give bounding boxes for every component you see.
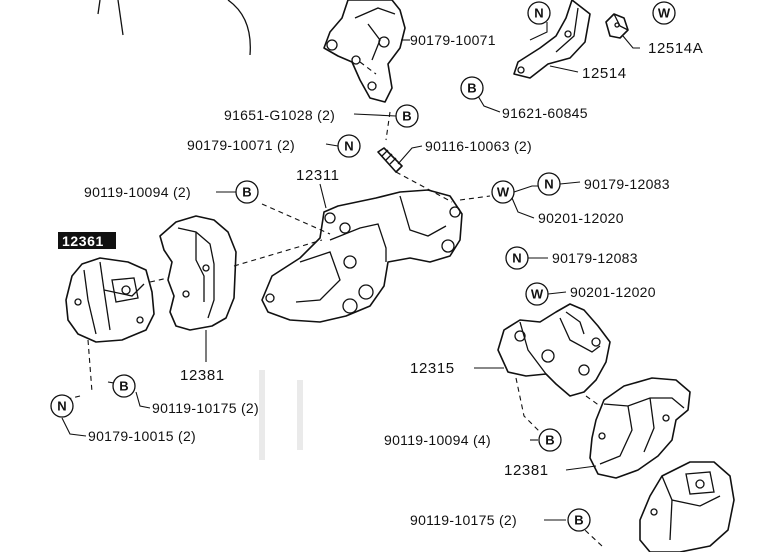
b-marker-90119-10175-right: B (567, 508, 591, 532)
svg-text:B: B (545, 433, 554, 448)
label-90119-10175-left: 90119-10175 (2) (152, 400, 259, 416)
svg-text:B: B (402, 109, 411, 124)
svg-text:12361: 12361 (62, 233, 104, 249)
n-marker-a: N (537, 172, 561, 196)
label-12361-highlight: 12361 (58, 232, 116, 249)
label-91651-G1028: 91651-G1028 (2) (224, 107, 335, 123)
label-90179-12083-b: 90179-12083 (552, 250, 638, 266)
n-marker-bottom-left: N (50, 394, 74, 418)
n-marker-b: N (505, 246, 529, 270)
svg-text:B: B (574, 513, 583, 528)
leader-lines (61, 22, 640, 521)
n-marker-top: N (527, 1, 551, 25)
svg-text:B: B (467, 81, 476, 96)
svg-text:W: W (658, 6, 671, 21)
label-90119-10094-2: 90119-10094 (2) (84, 184, 191, 200)
b-marker-91651: B (395, 104, 419, 128)
label-90119-10094-4: 90119-10094 (4) (384, 432, 491, 448)
engine-mount-bottom-right (639, 461, 735, 552)
top-left-partial-part (97, 0, 251, 56)
b-marker-90119-10094: B (235, 180, 259, 204)
b-marker-bottom-left: B (112, 374, 136, 398)
svg-text:B: B (119, 379, 128, 394)
n-marker-90179-10071: N (337, 134, 361, 158)
svg-text:W: W (497, 185, 510, 200)
bracket-12514 (513, 0, 591, 79)
label-90179-10071-top: 90179-10071 (410, 32, 496, 48)
label-12311: 12311 (296, 167, 340, 184)
svg-text:N: N (344, 139, 353, 154)
svg-text:N: N (544, 177, 553, 192)
w-marker-a: W (491, 180, 515, 204)
label-12381-left: 12381 (180, 367, 225, 384)
b-marker-90119-10094-4: B (538, 428, 562, 452)
faint-watermark (259, 370, 303, 460)
label-90201-12020-a: 90201-12020 (538, 210, 624, 226)
label-90116-10063: 90116-10063 (2) (425, 138, 532, 154)
mount-bracket-12315 (497, 303, 611, 397)
svg-text:W: W (531, 287, 544, 302)
label-90201-12020-b: 90201-12020 (570, 284, 656, 300)
w-marker-b: W (525, 282, 549, 306)
engine-mount-bracket-12311 (261, 189, 463, 323)
svg-text:N: N (57, 399, 66, 414)
insulator-12381-left (159, 215, 237, 331)
label-12381-right: 12381 (504, 462, 549, 479)
label-12315: 12315 (410, 360, 455, 377)
assembly-lines (63, 61, 603, 547)
engine-mount-12361 (65, 257, 155, 343)
insulator-12381-right (589, 377, 691, 479)
label-90179-10015: 90179-10015 (2) (88, 428, 196, 444)
svg-text:B: B (242, 185, 251, 200)
svg-text:N: N (534, 6, 543, 21)
b-marker-91621: B (460, 76, 484, 100)
label-12514A: 12514A (648, 40, 703, 57)
label-90179-12083-a: 90179-12083 (584, 176, 670, 192)
label-90179-10071-2: 90179-10071 (2) (187, 137, 295, 153)
label-12514: 12514 (582, 65, 627, 82)
stud-bolt (377, 147, 403, 173)
label-91621-60845: 91621-60845 (502, 105, 588, 121)
label-90119-10175-right: 90119-10175 (2) (410, 512, 517, 528)
upper-bracket (323, 0, 406, 103)
nut-12514A (605, 13, 629, 39)
svg-text:N: N (512, 251, 521, 266)
w-marker-top: W (652, 1, 676, 25)
